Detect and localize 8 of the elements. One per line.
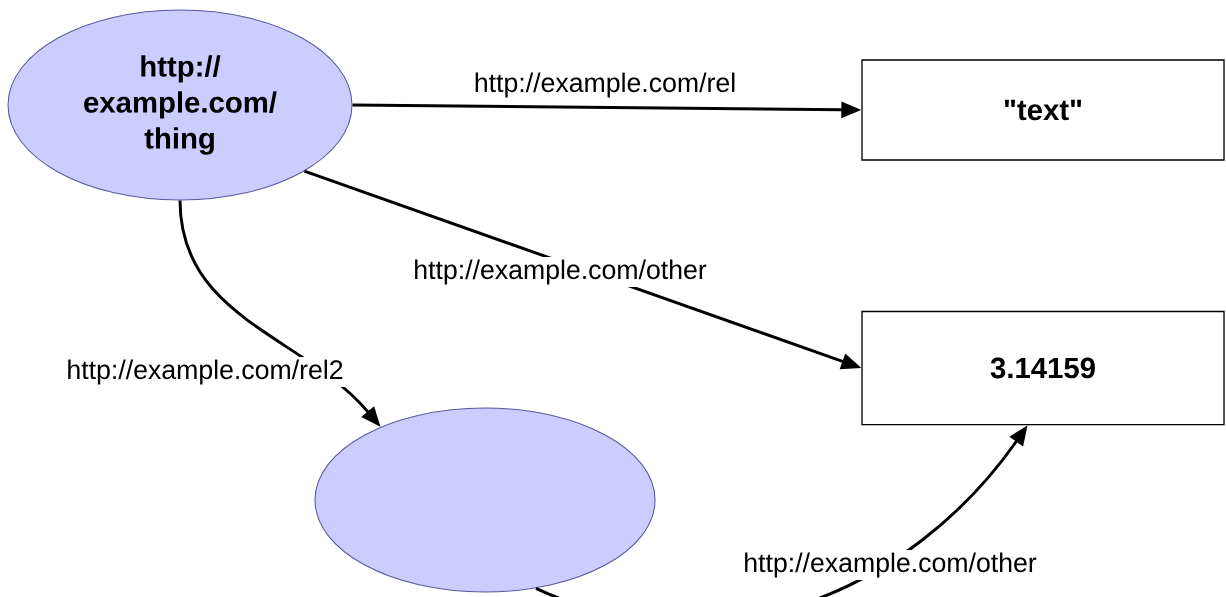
edge-label: http://example.com/rel bbox=[471, 69, 739, 101]
literal-box: 3.14159 bbox=[861, 310, 1225, 426]
literal-box: "text" bbox=[861, 59, 1225, 161]
ellipse-node: http:// example.com/ thing bbox=[7, 9, 353, 201]
ellipse-node bbox=[314, 407, 656, 593]
edge-label: http://example.com/rel2 bbox=[63, 356, 347, 388]
edge-label: http://example.com/other bbox=[740, 549, 1040, 581]
edge-label: http://example.com/other bbox=[410, 256, 710, 288]
